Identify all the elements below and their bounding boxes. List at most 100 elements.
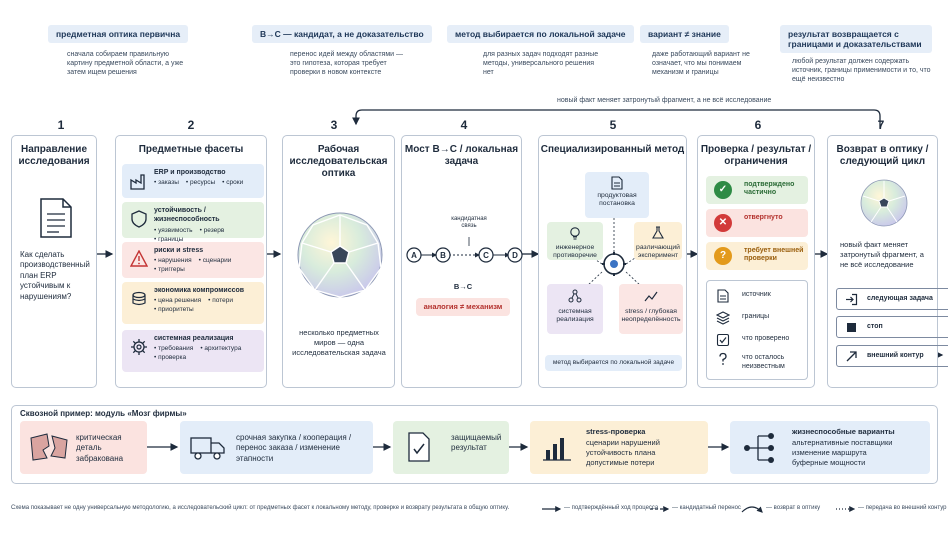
method-label: инженерное противоречие xyxy=(553,244,597,260)
stage-return: Возврат в оптику / следующий цикл новый … xyxy=(827,135,948,388)
facet-item: цена решения xyxy=(154,297,201,306)
legend-return: — возврат в оптику xyxy=(766,505,821,511)
facet-item: архитектура xyxy=(200,345,241,354)
stage-title: Проверка / результат / ограничения xyxy=(700,144,812,167)
facet-title: ERP и производство xyxy=(154,169,226,176)
facet-system: системная реализация требованияархитекту… xyxy=(122,330,264,372)
method-label: stress / глубокая неопределённость xyxy=(621,308,681,324)
method-engineering[interactable]: инженерное противоречие xyxy=(547,222,603,260)
feedback-label: новый факт меняет затронутый фрагмент, а… xyxy=(557,97,772,104)
stage-method: Специализированный метод продуктовая пос… xyxy=(538,135,687,388)
stage-verification: Проверка / результат / ограничения ✓ под… xyxy=(697,135,815,388)
button-label: следующая задача xyxy=(867,295,933,302)
facet-item: нарушения xyxy=(154,257,192,266)
facet-item: потери xyxy=(208,297,233,306)
research-question: Как сделать производственный план ERP ус… xyxy=(20,250,90,301)
example-item: альтернативные поставщики xyxy=(792,438,893,447)
next-task-button[interactable]: следующая задача xyxy=(836,288,948,310)
facet-item: проверка xyxy=(154,354,186,363)
checklist-box xyxy=(706,280,808,380)
principle-tag-4: вариант ≠ знание xyxy=(640,25,729,44)
node-b: B xyxy=(440,251,446,260)
check-label: источник xyxy=(742,291,771,298)
example-step-title: жизнеспособные варианты xyxy=(792,427,895,436)
example-step-title: stress-проверка xyxy=(586,427,646,436)
principle-note-5: любой результат должен содержать источни… xyxy=(792,58,931,84)
footer-text: Схема показывает не одну универсальную м… xyxy=(11,505,510,511)
layers-icon xyxy=(716,311,730,325)
result-label: требует внешней проверки xyxy=(744,247,804,263)
external-loop-button[interactable]: внешний контур xyxy=(836,345,948,367)
facet-erp: ERP и производство заказыресурсысроки xyxy=(122,164,264,198)
method-product[interactable]: продуктовая постановка xyxy=(585,172,649,218)
result-partial: ✓ подтверждено частично xyxy=(706,176,808,204)
example-item: сценарии нарушений xyxy=(586,438,660,447)
principle-tag-5: результат возвращается с границами и док… xyxy=(780,25,932,54)
method-stress[interactable]: stress / глубокая неопределённость xyxy=(619,284,683,334)
document-icon xyxy=(40,198,72,238)
result-rejected: ✕ отвергнуто xyxy=(706,209,808,237)
example-step-defect: критическая деталь забракована xyxy=(20,421,147,474)
facet-title: системная реализация xyxy=(154,335,234,342)
facet-resilience: устойчивость / жизнеспособность уязвимос… xyxy=(122,202,264,243)
factory-icon xyxy=(130,174,145,190)
stage-title: Мост B→C / локальная задача xyxy=(404,144,519,167)
trend-icon xyxy=(644,291,658,302)
principle-note-1: сначала собираем правильную картину пред… xyxy=(67,51,184,77)
login-icon xyxy=(846,293,858,306)
facet-item: границы xyxy=(154,236,183,245)
stage-optics: Рабочая исследовательская оптика несколь… xyxy=(282,135,395,388)
principle-tag-3: метод выбирается по локальной задаче xyxy=(447,25,634,44)
legend-candidate: — кандидатный перенос xyxy=(672,505,741,511)
node-a: A xyxy=(411,251,417,260)
principle-note-3: для разных задач подходят разные методы,… xyxy=(483,51,599,77)
stage-direction: Направление исследования Как сделать про… xyxy=(11,135,97,388)
stage-title: Направление исследования xyxy=(18,144,90,167)
facet-item: приоритеты xyxy=(154,306,194,315)
question-icon xyxy=(719,352,727,365)
stage-title: Специализированный метод xyxy=(540,144,685,155)
method-experiment[interactable]: различающий эксперимент xyxy=(634,222,682,260)
result-label: подтверждено частично xyxy=(744,181,795,197)
truck-icon xyxy=(190,437,225,460)
method-system[interactable]: системная реализация xyxy=(547,284,603,334)
step-number-2: 2 xyxy=(187,118,195,132)
example-step-text: защищаемый результат xyxy=(451,433,502,453)
gear-icon xyxy=(131,339,147,355)
facet-item: триггеры xyxy=(154,266,185,275)
principle-note-2: перенос идей между областями — это гипот… xyxy=(290,51,403,77)
optics-caption: несколько предметных миров — одна исслед… xyxy=(292,328,386,357)
step-number-5: 5 xyxy=(609,118,617,132)
method-label: различающий эксперимент xyxy=(636,244,680,260)
facet-title: риски и stress xyxy=(154,247,204,254)
candidate-link-label: кандидатная связь xyxy=(451,216,487,230)
document-icon xyxy=(717,289,729,303)
node-d: D xyxy=(512,251,518,260)
return-caption: новый факт меняет затронутый фрагмент, а… xyxy=(840,240,924,269)
legend-marks xyxy=(542,506,856,513)
lightbulb-icon xyxy=(570,227,580,240)
facet-item: заказы xyxy=(154,179,179,188)
principle-tag-1: предметная оптика первична xyxy=(48,25,189,44)
bc-label: B→C xyxy=(453,282,473,291)
example-step-items: альтернативные поставщики изменение марш… xyxy=(792,438,892,467)
result-label: отвергнуто xyxy=(744,214,783,221)
shield-icon xyxy=(131,210,147,228)
button-label: внешний контур xyxy=(867,352,924,359)
node-c: C xyxy=(483,251,489,260)
stage-title: Рабочая исследовательская оптика xyxy=(289,144,388,179)
facet-item: сроки xyxy=(222,179,243,188)
facet-economics: экономика компромиссов цена решенияпотер… xyxy=(122,282,264,324)
example-step-variants: жизнеспособные варианты альтернативные п… xyxy=(730,421,930,474)
legend-external: — передача во внешний контур xyxy=(858,505,947,511)
example-step-procurement: срочная закупка / кооперация / перенос з… xyxy=(180,421,373,474)
check-unknown: что осталось неизвестным xyxy=(716,352,826,372)
checklist-icon xyxy=(716,333,730,347)
question-icon: ? xyxy=(714,247,732,265)
example-step-stress: stress-проверка сценарии нарушений устой… xyxy=(530,421,708,474)
branch-icon xyxy=(744,433,774,463)
step-number-4: 4 xyxy=(460,118,468,132)
facet-title: устойчивость / жизнеспособность xyxy=(154,207,220,224)
check-verified: что проверено xyxy=(716,333,826,347)
stop-button[interactable]: стоп xyxy=(836,316,948,338)
